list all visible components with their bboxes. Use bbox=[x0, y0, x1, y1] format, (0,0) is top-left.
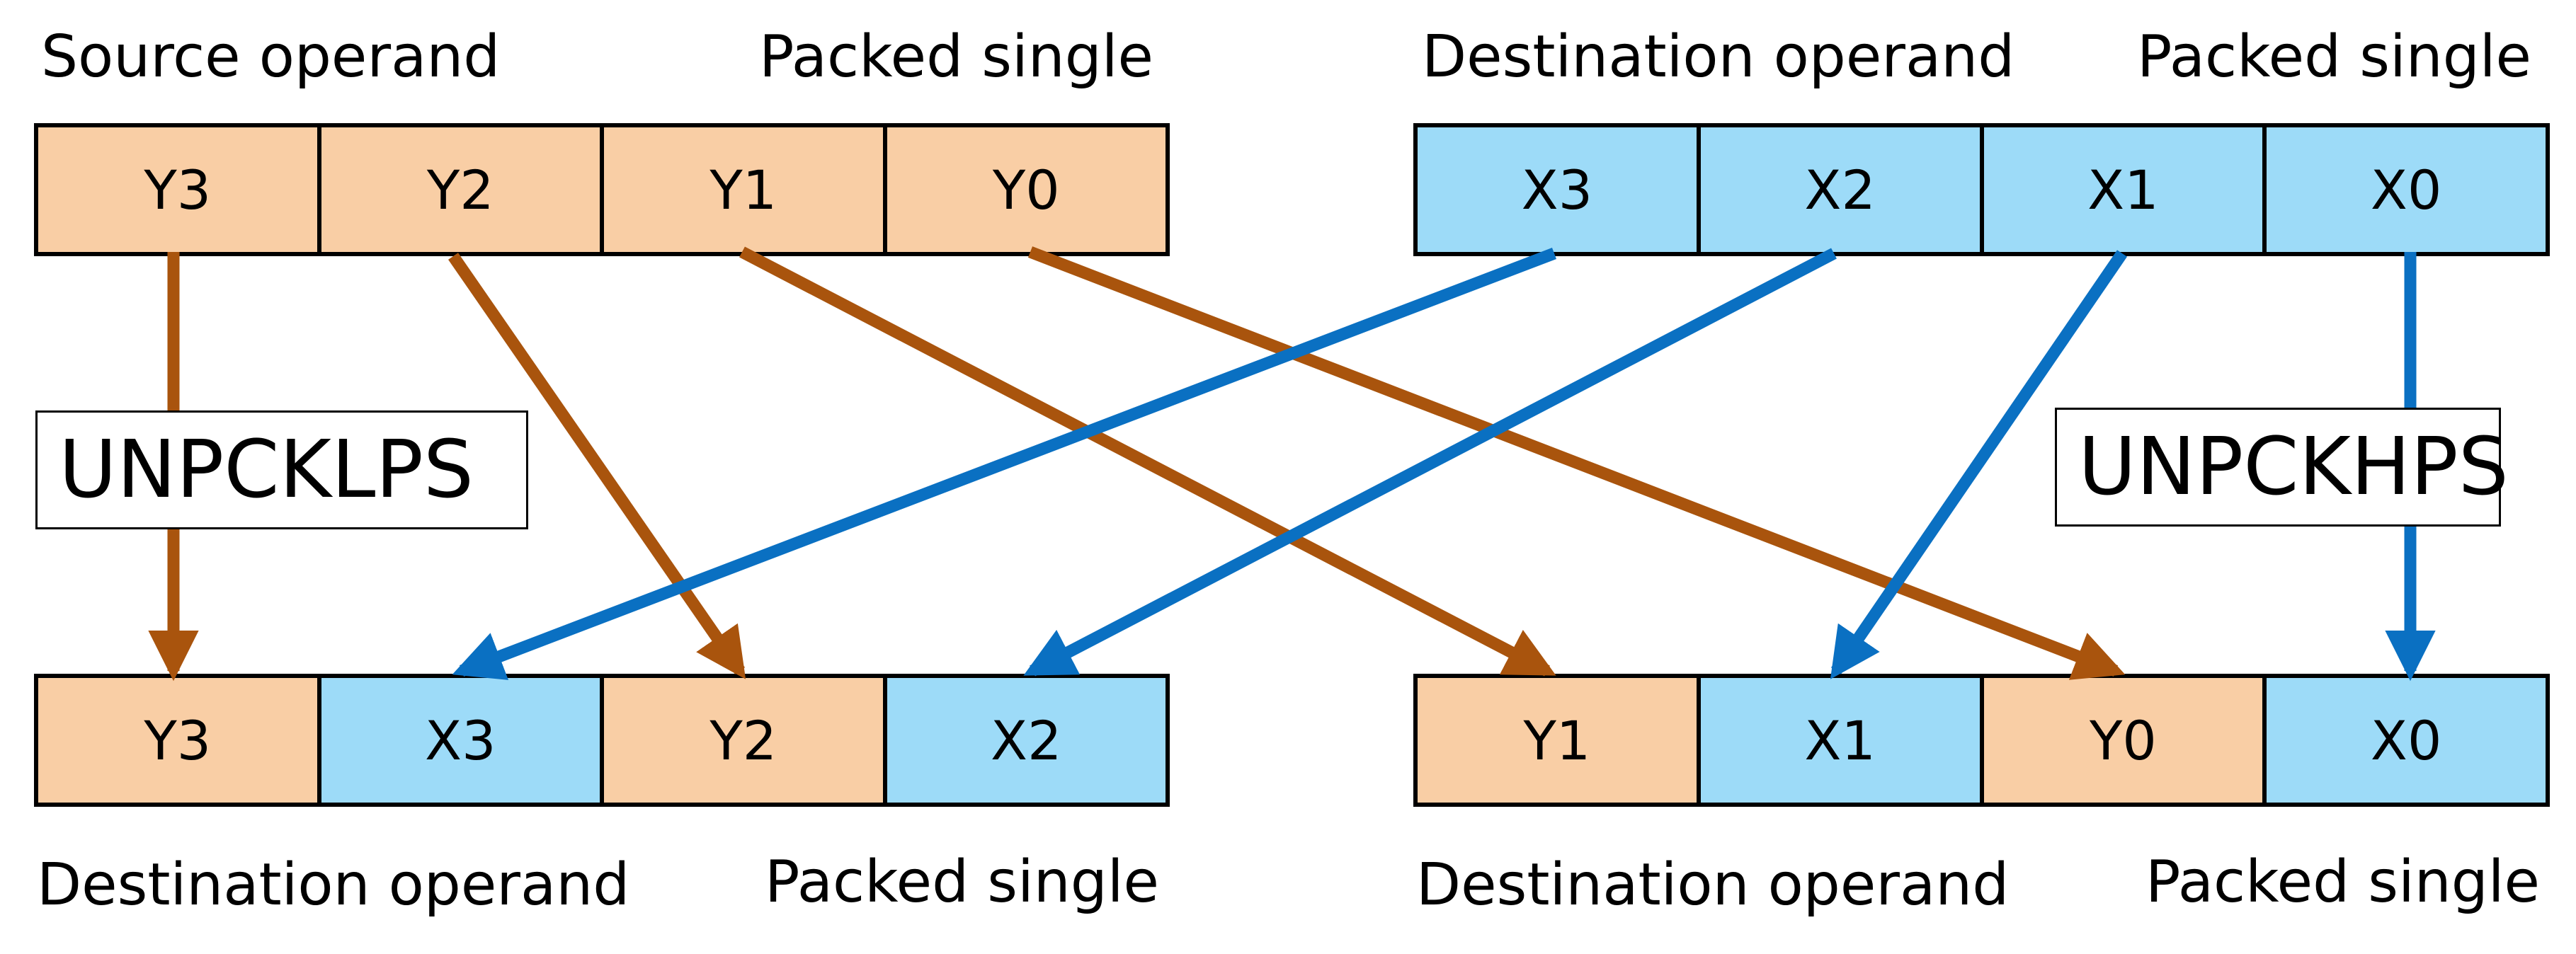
register-cell-x2: X2 bbox=[1696, 127, 1980, 252]
destination-operand-label: Destination operand bbox=[1416, 851, 2010, 919]
destination-operand-label: Destination operand bbox=[1422, 23, 2015, 91]
destination-operand-label: Destination operand bbox=[37, 851, 630, 919]
register-cell-x2: X2 bbox=[882, 678, 1166, 803]
unpckhps-label: UNPCKHPS bbox=[2078, 421, 2509, 513]
source-register: Y3 Y2 Y1 Y0 bbox=[34, 123, 1170, 256]
register-cell-x0: X0 bbox=[2262, 127, 2546, 252]
register-cell-x3: X3 bbox=[1418, 127, 1697, 252]
register-cell-y3: Y3 bbox=[38, 678, 317, 803]
destination-register: X3 X2 X1 X0 bbox=[1413, 123, 2550, 256]
packed-single-label: Packed single bbox=[2137, 23, 2531, 91]
packed-single-label: Packed single bbox=[2145, 849, 2540, 916]
arrow-y0 bbox=[1027, 246, 2126, 680]
arrow-y1 bbox=[739, 246, 1556, 677]
register-cell-x1: X1 bbox=[1979, 127, 2263, 252]
register-cell-y2: Y2 bbox=[317, 127, 600, 252]
unpcklps-label-box: UNPCKLPS bbox=[35, 410, 528, 529]
arrow-y2 bbox=[448, 253, 746, 679]
arrow-x3 bbox=[452, 248, 1557, 680]
register-cell-y1: Y1 bbox=[1418, 678, 1697, 803]
register-cell-y0: Y0 bbox=[1979, 678, 2263, 803]
packed-single-label: Packed single bbox=[759, 23, 1153, 91]
unpckhps-label-box: UNPCKHPS bbox=[2055, 408, 2509, 527]
arrow-x1 bbox=[1830, 250, 2128, 679]
register-cell-y2: Y2 bbox=[600, 678, 883, 803]
unpckhps-result-register: Y1 X1 Y0 X0 bbox=[1413, 674, 2550, 807]
source-operand-label: Source operand bbox=[41, 23, 501, 91]
unpcklps-result-register: Y3 X3 Y2 X2 bbox=[34, 674, 1170, 807]
arrow-x2 bbox=[1023, 248, 1837, 677]
register-cell-x1: X1 bbox=[1696, 678, 1980, 803]
register-cell-x0: X0 bbox=[2262, 678, 2546, 803]
register-cell-y0: Y0 bbox=[882, 127, 1166, 252]
register-cell-x3: X3 bbox=[317, 678, 600, 803]
packed-single-label: Packed single bbox=[765, 849, 1159, 916]
unpcklps-label: UNPCKLPS bbox=[59, 424, 474, 516]
register-cell-y1: Y1 bbox=[600, 127, 883, 252]
register-cell-y3: Y3 bbox=[38, 127, 317, 252]
